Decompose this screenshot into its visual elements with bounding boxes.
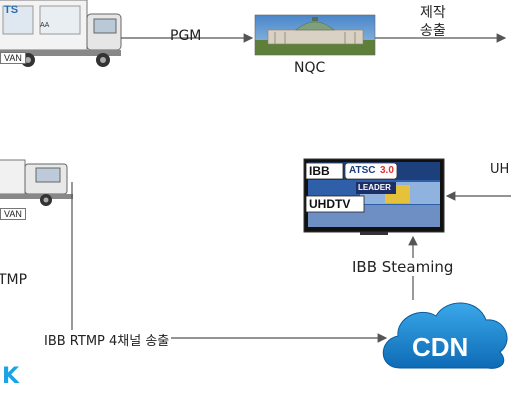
ibb-streaming-label: IBB Steaming [350, 258, 456, 276]
truck-brand-text: TS [4, 4, 19, 16]
cdn-cloud [382, 302, 508, 369]
nqc-building-image [254, 14, 376, 56]
ibb-badge-text: IBB [309, 164, 330, 178]
atsc-badge [344, 162, 398, 180]
k-partial-label: K [2, 364, 20, 389]
uhd-tv [303, 158, 445, 235]
truck-van-label: VAN [0, 52, 26, 64]
nqc-label: NQC [294, 60, 326, 76]
uhdtv-badge [305, 195, 365, 213]
produce-label-line1: 제작 [420, 5, 446, 21]
atsc-badge-text: ATSC [349, 165, 376, 176]
pgm-label: PGM [170, 28, 202, 44]
rtmp-partial-label: TMP [0, 272, 28, 288]
uhdtv-badge-text: UHDTV [309, 197, 351, 211]
truck-mid-van-label: VAN [0, 208, 26, 220]
uh-partial-label: UH [490, 162, 510, 177]
broadcast-truck-top [0, 0, 122, 67]
cdn-label: CDN [412, 332, 469, 362]
tv-leader-text: LEADER [358, 183, 391, 192]
truck-tag-text: AA [40, 22, 50, 29]
ibb-rtmp-label: IBB RTMP 4채널 송출 [42, 330, 172, 349]
produce-label-line2: 송출 [420, 23, 446, 39]
broadcast-truck-mid [0, 159, 73, 206]
ibb-badge [305, 162, 344, 180]
atsc-version-text: 3.0 [380, 165, 394, 176]
